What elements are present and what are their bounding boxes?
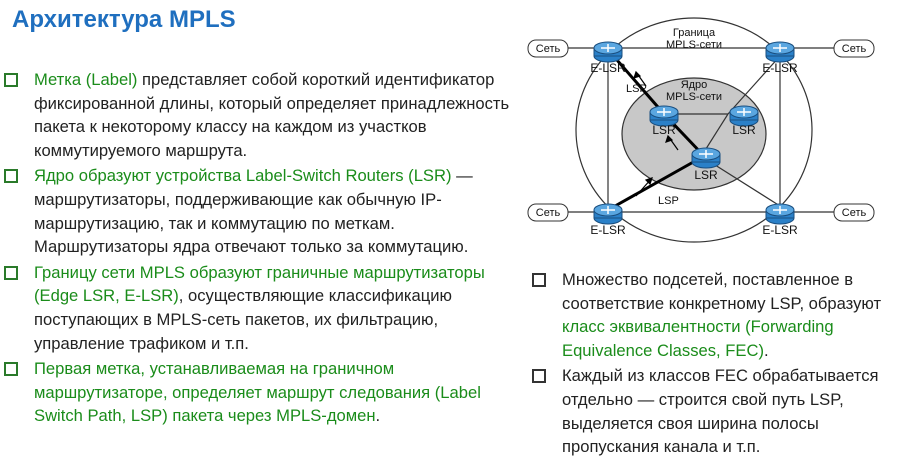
- checkbox-bullet-icon: [4, 265, 18, 280]
- highlight-text: класс эквивалентности (Forwarding Equiva…: [562, 317, 834, 360]
- bullet-item: Границу сети MPLS образуют граничные мар…: [4, 261, 520, 355]
- bullet-text: , осуществляющие классификацию поступающ…: [34, 286, 452, 353]
- elsr-label-br: E-LSR: [762, 223, 798, 237]
- router-lsr-left: [649, 105, 679, 127]
- svg-text:Сеть: Сеть: [842, 43, 867, 55]
- lsr-label-right: LSR: [732, 123, 756, 137]
- router-elsr-top-right: [765, 41, 795, 63]
- net-box-bottom-right: Сеть: [833, 203, 875, 222]
- mpls-boundary-circle: [575, 17, 813, 243]
- router-lsr-right: [729, 105, 759, 127]
- net-box-top-left: Сеть: [527, 39, 569, 58]
- left-bullet-list: Метка (Label) представляет собой коротки…: [4, 68, 520, 430]
- lsp-label-top: LSP: [626, 83, 647, 95]
- bullet-text: .: [375, 406, 381, 426]
- highlight-text: Границу сети MPLS образуют граничные мар…: [34, 262, 485, 306]
- checkbox-bullet-icon: [532, 273, 546, 287]
- bullet-item: Метка (Label) представляет собой коротки…: [4, 68, 520, 162]
- lsr-label-left: LSR: [652, 123, 676, 137]
- right-bullet-list: Множество подсетей, поставленное в соотв…: [532, 268, 892, 461]
- boundary-label-2: MPLS-сети: [666, 39, 722, 51]
- bullet-item: Первая метка, устанавливаемая на граничн…: [4, 357, 520, 428]
- bullet-text: представляет собой короткий идентификато…: [34, 70, 510, 160]
- checkbox-bullet-icon: [4, 169, 18, 184]
- svg-text:Сеть: Сеть: [536, 207, 561, 219]
- core-label-2: MPLS-сети: [666, 91, 722, 103]
- net-box-top-right: Сеть: [833, 39, 875, 58]
- highlight-text: Первая метка, устанавливаемая на граничн…: [34, 359, 481, 426]
- bullet-item: Ядро образуют устройства Label-Switch Ro…: [4, 164, 520, 258]
- highlight-text: Ядро образуют устройства Label-Switch Ro…: [34, 166, 452, 186]
- bullet-item: Каждый из классов FEC обрабатывается отд…: [532, 364, 892, 458]
- bullet-item: Множество подсетей, поставленное в соотв…: [532, 268, 892, 362]
- lsr-label-bottom: LSR: [694, 168, 718, 182]
- svg-text:Сеть: Сеть: [842, 207, 867, 219]
- router-lsr-bottom: [691, 147, 721, 169]
- bullet-text: Каждый из классов FEC обрабатывается отд…: [562, 366, 879, 457]
- boundary-label-1: Граница: [673, 27, 716, 39]
- lsp-arrows: [633, 70, 679, 197]
- elsr-label-tr: E-LSR: [762, 61, 798, 75]
- network-links: [566, 47, 834, 213]
- checkbox-bullet-icon: [4, 73, 18, 87]
- bullet-text: Множество подсетей, поставленное в соотв…: [562, 270, 882, 313]
- checkbox-bullet-icon: [4, 362, 18, 377]
- elsr-label-tl: E-LSR: [590, 61, 626, 75]
- lsp-label-bottom: LSP: [658, 195, 679, 207]
- page-title: Архитектура MPLS: [12, 6, 236, 33]
- mpls-network-diagram: Сеть Сеть Сеть Сеть Граница MPLS-сети Яд…: [527, 17, 875, 243]
- router-elsr-top-left: [593, 41, 623, 63]
- routers: [593, 41, 795, 225]
- net-box-bottom-left: Сеть: [527, 203, 569, 222]
- checkbox-bullet-icon: [532, 369, 546, 384]
- svg-text:Сеть: Сеть: [536, 43, 561, 55]
- bullet-text: .: [763, 340, 769, 360]
- elsr-label-bl: E-LSR: [590, 223, 626, 237]
- highlight-text: Метка (Label): [34, 70, 138, 89]
- bullet-text: — маршрутизаторы, поддерживающие как обы…: [34, 166, 473, 257]
- router-elsr-bottom-left: [593, 203, 623, 225]
- core-label-1: Ядро: [681, 79, 708, 91]
- router-elsr-bottom-right: [765, 203, 795, 225]
